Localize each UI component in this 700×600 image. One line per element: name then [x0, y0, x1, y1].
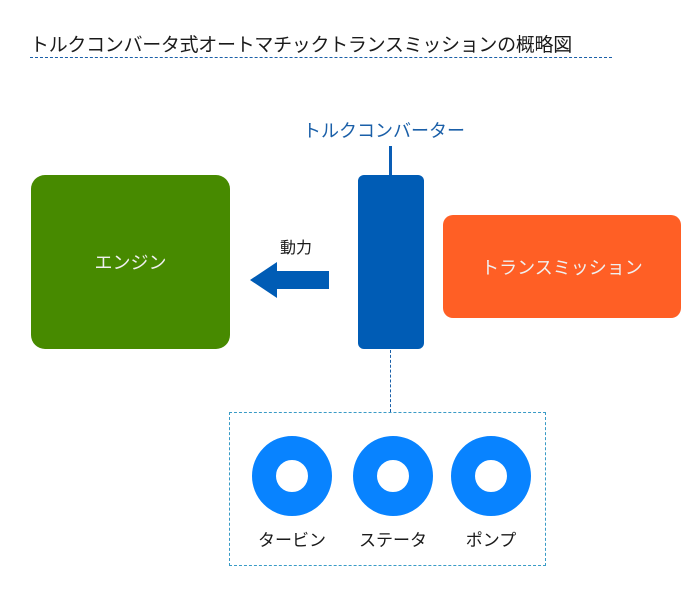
transmission-label: トランスミッション	[481, 257, 643, 279]
torque-converter-bar	[358, 175, 424, 349]
components-connector-line	[390, 350, 391, 412]
ring-icon	[451, 436, 531, 516]
components-group: タービン ステータ ポンプ	[229, 412, 546, 566]
engine-label: エンジン	[94, 253, 167, 274]
diagram-title: トルクコンバータ式オートマチックトランスミッションの概略図	[30, 34, 572, 56]
torque-converter-label: トルクコンバーター	[303, 121, 465, 142]
component-label: タービン	[258, 531, 326, 551]
ring-icon	[252, 436, 332, 516]
engine-box: エンジン	[31, 175, 230, 349]
component-label: ステータ	[359, 531, 427, 551]
transmission-box: トランスミッション	[443, 215, 681, 318]
component-label: ポンプ	[465, 531, 517, 551]
power-label: 動力	[280, 238, 313, 257]
torque-converter-leader-line	[389, 146, 392, 176]
title-underline	[30, 57, 612, 58]
power-arrow-left-icon	[250, 262, 329, 298]
ring-icon	[353, 436, 433, 516]
